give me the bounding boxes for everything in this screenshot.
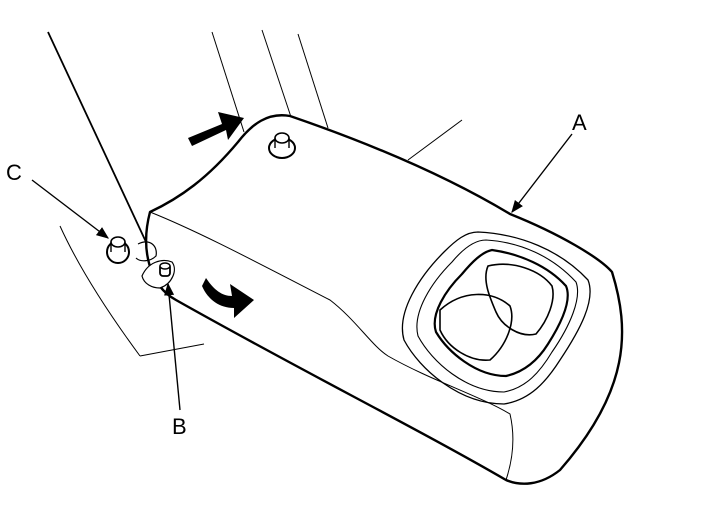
callout-a: A — [572, 110, 587, 135]
callout-c: C — [6, 160, 22, 185]
cup-holder-middle-rim — [416, 239, 579, 393]
leader-b — [164, 282, 181, 411]
cup-holder-inner-wall — [433, 248, 569, 378]
upper-clip — [268, 132, 296, 159]
lower-motion-arrow — [202, 278, 254, 318]
clip-c — [106, 236, 157, 264]
background-seat-lines — [47, 29, 463, 357]
cup-holder-outer-rim — [401, 231, 591, 405]
clip-c-mount-tab — [135, 241, 157, 262]
leader-a — [511, 133, 573, 213]
cup-holder-right-well — [485, 263, 554, 336]
callout-b: B — [172, 414, 187, 439]
cup-holder — [401, 231, 591, 405]
clip-b — [141, 259, 175, 289]
callout-labels: A C B — [6, 110, 587, 439]
upper-motion-arrow — [188, 112, 244, 146]
leader-lines — [31, 133, 573, 411]
cup-holder-left-well — [439, 293, 513, 361]
leader-c — [31, 179, 110, 239]
console-body — [145, 114, 624, 485]
lid-contour — [149, 211, 514, 481]
pull-direction-arrows — [188, 112, 254, 318]
